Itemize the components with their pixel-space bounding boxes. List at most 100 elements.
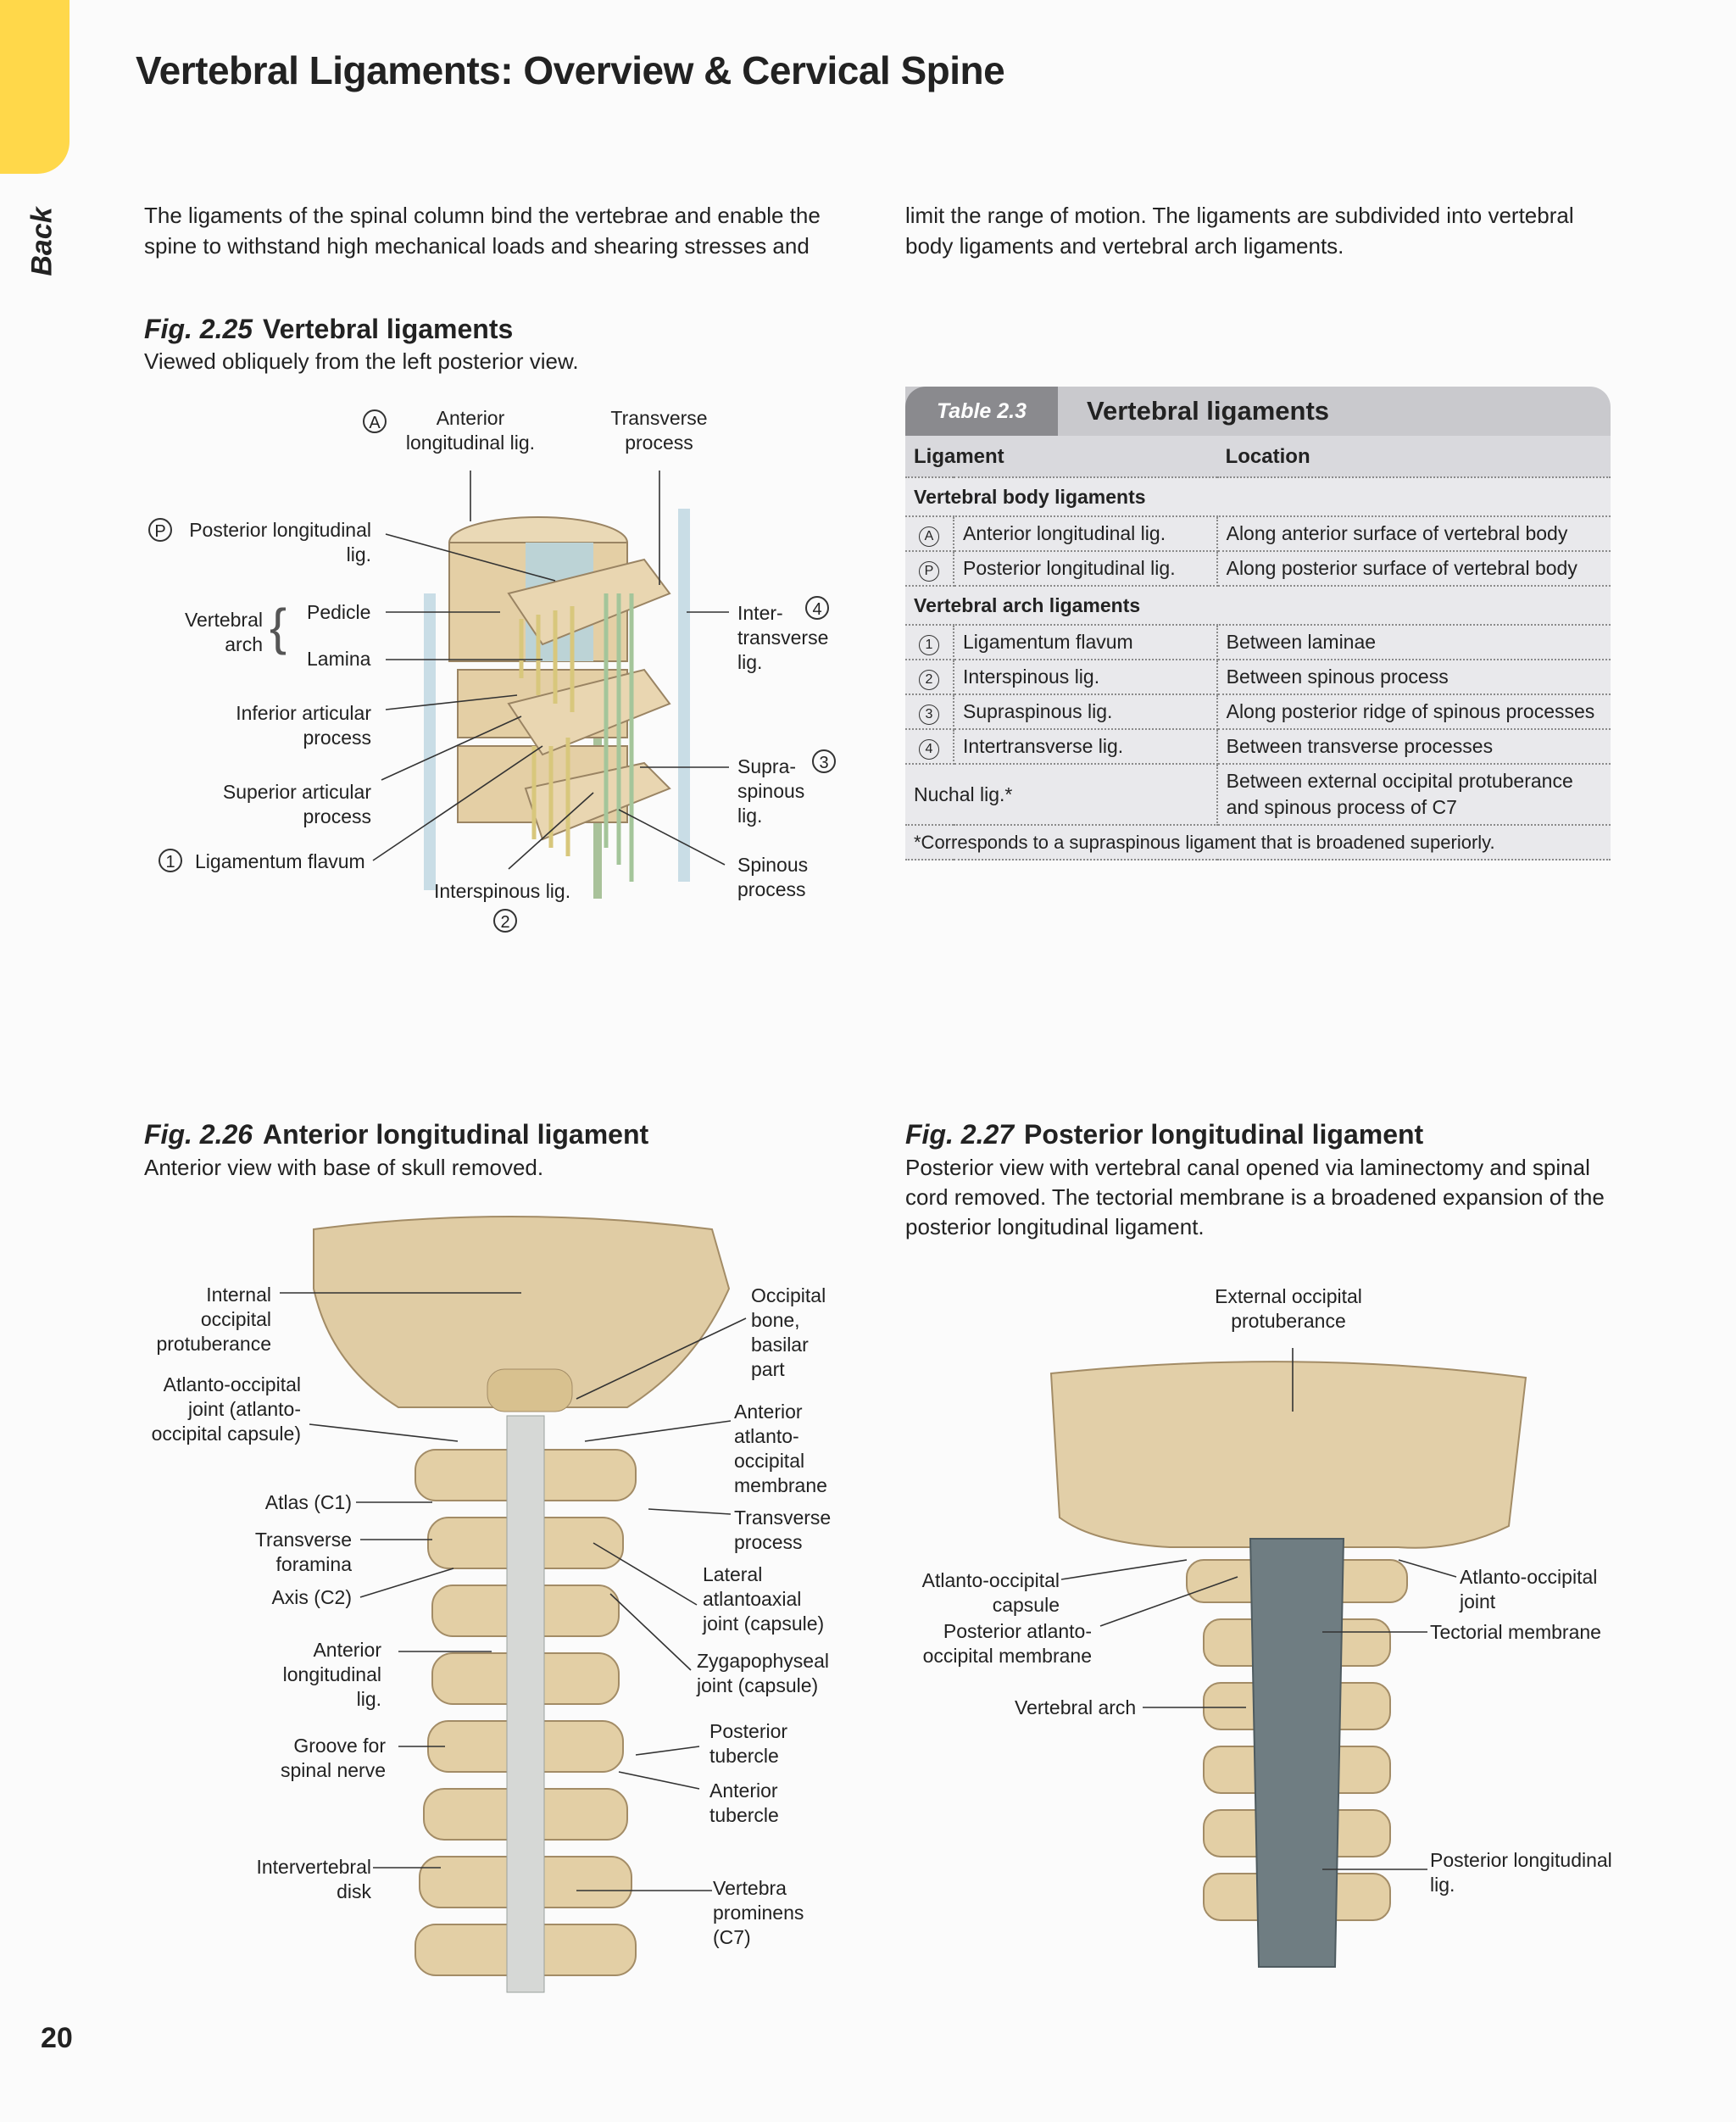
marker-1-text: 1 (159, 849, 182, 872)
row-mark-text: A (919, 526, 939, 547)
label-interspinous: Interspinous lig. (434, 880, 571, 902)
label-ext-occ: External occipital protuberance (1215, 1285, 1362, 1332)
fig226-title-text: Anterior longitudinal ligament (263, 1119, 649, 1150)
label-posterior-long: Posterior longitudinal lig. (189, 519, 371, 565)
fig225-title-text: Vertebral ligaments (263, 314, 514, 344)
label-spinous-process: Spinous process (737, 854, 809, 900)
fig227-leader-lines (1060, 1348, 1457, 1870)
label-lamina: Lamina (307, 648, 371, 670)
row-ligament: Ligamentum flavum (954, 625, 1218, 660)
table-section-arch: Vertebral arch ligaments (905, 586, 1611, 626)
label-ao-capsule: Atlanto-occipital capsule (921, 1569, 1060, 1616)
marker-2-text: 2 (493, 909, 517, 933)
page-title: Vertebral Ligaments: Overview & Cervical… (136, 48, 1005, 92)
row-ligament: Intertransverse lig. (954, 729, 1218, 765)
table-header: Table 2.3 Vertebral ligaments (905, 387, 1611, 436)
row-location: Along anterior surface of vertebral body (1216, 516, 1611, 552)
label-post-tubercle: Posterior tubercle (709, 1720, 788, 1767)
row-marker: A (905, 516, 954, 552)
table-footnote: *Corresponds to a supraspinous ligament … (905, 825, 1611, 860)
table-row: A Anterior longitudinal lig. Along anter… (905, 516, 1611, 552)
fig226-leader-lines (280, 1292, 747, 1891)
row-marker: 1 (905, 625, 954, 660)
marker-4: 4 (805, 596, 829, 621)
label-inferior-articular: Inferior articular process (236, 702, 371, 749)
label-post-long-227: Posterior longitudinal lig. (1430, 1849, 1612, 1896)
fig225-leader-lines (372, 471, 729, 870)
table-body: Ligament Location Vertebral body ligamen… (905, 436, 1611, 860)
row-marker: 2 (905, 660, 954, 695)
row-mark-text: 4 (919, 739, 939, 760)
anterior-long-ligament-band (506, 1415, 545, 1993)
marker-2: 2 (493, 909, 517, 933)
marker-A-text: A (363, 409, 387, 433)
label-intertransverse: Inter- transverse lig. (737, 602, 829, 673)
label-supraspinous: Supra- spinous lig. (737, 755, 805, 827)
row-ligament: Supraspinous lig. (954, 694, 1218, 730)
row-location: Along posterior ridge of spinous process… (1216, 694, 1611, 730)
row-ligament: Posterior longitudinal lig. (954, 551, 1218, 587)
marker-A: A (363, 409, 387, 434)
table-row-nuchal: Nuchal lig.* Between external occipital … (905, 764, 1611, 826)
fig225-caption: Viewed obliquely from the left posterior… (144, 348, 579, 374)
label-ligamentum-flavum: Ligamentum flavum (195, 850, 365, 872)
row-mark-text: 3 (919, 705, 939, 725)
table-2-3: Table 2.3 Vertebral ligaments Ligament L… (905, 387, 1611, 860)
marker-P: P (148, 518, 172, 543)
label-iv-disk: Intervertebral disk (256, 1856, 371, 1902)
row-ligament: Nuchal lig.* (905, 764, 1218, 826)
row-mark-text: 2 (919, 670, 939, 690)
table-row: P Posterior longitudinal lig. Along post… (905, 551, 1611, 587)
label-anterior-long-226: Anterior longitudinal lig. (282, 1639, 381, 1710)
table-footnote-row: *Corresponds to a supraspinous ligament … (905, 825, 1611, 860)
table-row: 2 Interspinous lig. Between spinous proc… (905, 660, 1611, 695)
label-ao-joint-227: Atlanto-occipital joint (1460, 1566, 1598, 1612)
marker-3-text: 3 (812, 749, 836, 773)
row-marker: 3 (905, 694, 954, 730)
label-atlas: Atlas (C1) (264, 1491, 352, 1513)
table-row: 4 Intertransverse lig. Between transvers… (905, 729, 1611, 765)
vertebral-arch-1 (507, 558, 671, 646)
row-ligament: Anterior longitudinal lig. (954, 516, 1218, 552)
row-mark-text: P (919, 561, 939, 582)
table-number: Table 2.3 (905, 387, 1058, 436)
marker-1: 1 (159, 849, 182, 873)
table-row: 1 Ligamentum flavum Between laminae (905, 625, 1611, 660)
row-location: Along posterior surface of vertebral bod… (1216, 551, 1611, 587)
fig227-caption: Posterior view with vertebral canal open… (905, 1155, 1605, 1239)
row-location: Between transverse processes (1216, 729, 1611, 765)
label-transverse-process: Transverse process (610, 407, 708, 454)
label-pedicle: Pedicle (307, 601, 371, 623)
skull-base-posterior (1049, 1361, 1527, 1549)
ligament-strip-right (678, 509, 690, 882)
col-location: Location (1216, 436, 1611, 478)
label-superior-articular: Superior articular process (222, 781, 371, 827)
label-tectorial: Tectorial membrane (1430, 1621, 1601, 1643)
marker-4-text: 4 (805, 596, 829, 620)
marker-3: 3 (812, 749, 836, 774)
row-location: Between spinous process (1216, 660, 1611, 695)
label-aao-membrane: Anterior atlanto- occipital membrane (734, 1401, 827, 1496)
table-row: 3 Supraspinous lig. Along posterior ridg… (905, 694, 1611, 730)
label-lat-aa-joint: Lateral atlantoaxial joint (capsule) (703, 1563, 825, 1635)
label-ant-tubercle: Anterior tubercle (709, 1779, 779, 1826)
intro-right: limit the range of motion. The ligaments… (905, 203, 1574, 259)
label-internal-occ: Internal occipital protuberance (156, 1284, 271, 1355)
label-groove: Groove for spinal nerve (280, 1735, 386, 1781)
label-vertebral-arch: Vertebral arch (184, 609, 263, 655)
table-title: Vertebral ligaments (1087, 396, 1330, 426)
fig225-title: Fig. 2.25 Vertebral ligaments (144, 314, 513, 345)
label-occipital-bone: Occipital bone, basilar part (751, 1284, 826, 1380)
arch-brace: { (270, 599, 287, 655)
fig225-number: Fig. 2.25 (144, 314, 253, 344)
marker-P-text: P (148, 518, 172, 542)
chapter-tab (0, 0, 70, 174)
label-zyg-joint: Zygapophyseal joint (capsule) (697, 1650, 829, 1696)
row-location: Between laminae (1216, 625, 1611, 660)
label-transverse-process-226: Transverse process (734, 1507, 832, 1553)
interspinous-fibers (604, 593, 634, 882)
label-vertebral-arch-227: Vertebral arch (1015, 1696, 1137, 1718)
label-anterior-long: Anterior longitudinal lig. (405, 407, 536, 454)
label-axis: Axis (C2) (271, 1586, 352, 1608)
